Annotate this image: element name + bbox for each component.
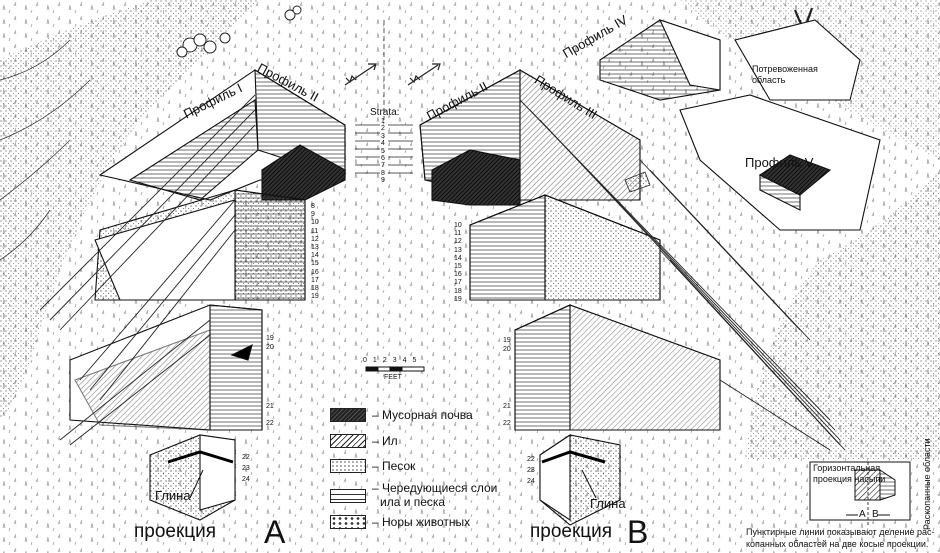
layer-number: 22 [527, 456, 535, 463]
profile-5-label: Профиль V [745, 155, 814, 170]
inset-letter-a: A [859, 509, 866, 520]
layer-number: 20 [266, 344, 274, 351]
layer-number: 24 [527, 478, 535, 485]
strata-number: 4 [381, 140, 385, 148]
disturbed-area-label: Потревоженная область [752, 64, 818, 85]
layer-number: 10 [454, 222, 462, 229]
layer-numbers-a-mid: 19 20 21 22 [266, 334, 274, 432]
legend-item-silt: – Ил [330, 434, 398, 448]
layer-number: 17 [454, 279, 462, 287]
layer-number: 17 [311, 276, 319, 284]
strata-number: 9 [381, 177, 385, 185]
burrow-swatch-icon [330, 515, 366, 529]
scale-ticks: 0 1 2 3 4 5 [363, 357, 416, 364]
strata-number: 1 [381, 118, 385, 125]
layer-number: 11 [454, 230, 462, 238]
layer-number: 20 [503, 346, 511, 353]
layer-number: 11 [311, 227, 319, 235]
layer-number: 22 [266, 420, 274, 427]
layer-number: 12 [454, 238, 462, 246]
scale-tick: 4 [402, 357, 407, 364]
layer-number: 14 [311, 252, 319, 260]
scale-tick: 1 [372, 357, 377, 364]
layer-number: 22 [503, 420, 511, 427]
alternating-swatch-icon [330, 489, 366, 503]
layer-number: 19 [311, 293, 319, 301]
strata-number: 8 [381, 169, 385, 177]
layer-number: 13 [454, 246, 462, 254]
inset-title-2: проекция насыпи [813, 474, 886, 484]
footnote-line-1: Пунктирные линии показывают деление рас- [746, 527, 935, 537]
layer-number: 12 [311, 235, 319, 243]
layer-number: 23 [527, 467, 535, 474]
projection-b-letter: B [627, 514, 649, 550]
scale-unit: FEET [384, 374, 402, 381]
layer-numbers-b-mid: 19 20 21 22 [503, 336, 511, 432]
projection-a-letter: A [264, 514, 286, 550]
layer-number: 22 [242, 454, 250, 461]
layer-number: 9 [311, 211, 315, 219]
layer-number: 15 [311, 260, 319, 268]
footnote-line-2: копанных областей на две косые проекции. [746, 539, 929, 549]
layer-number: 21 [266, 403, 274, 410]
layer-numbers-a-low: 22 23 24 [242, 452, 250, 485]
scale-tick: 3 [392, 357, 397, 364]
inset-title-1: Горизонтальная [813, 463, 881, 473]
legend-label: – Норы животных [372, 515, 471, 529]
projection-b-word: проекция [530, 521, 613, 542]
layer-number: 15 [454, 263, 462, 271]
silt-swatch-icon [330, 434, 366, 448]
legend-label: – Чередующиеся слои [372, 481, 498, 495]
layer-number: 16 [454, 271, 462, 279]
strata-number: 5 [381, 147, 385, 155]
layer-number: 19 [266, 335, 274, 342]
legend-label: – Мусорная почва [372, 408, 473, 422]
strata-number: 3 [381, 132, 385, 140]
legend-label: – Ил [372, 434, 398, 448]
projection-a-word: проекция [134, 521, 217, 542]
layer-number: 8 [311, 203, 315, 210]
legend-item-burrows: – Норы животных [330, 515, 470, 529]
soil-swatch-icon [330, 408, 366, 422]
scale-tick: 5 [412, 357, 417, 364]
strata-number: 2 [381, 125, 385, 133]
layer-number: 16 [311, 268, 319, 276]
layer-number: 23 [242, 465, 250, 472]
layer-number: 18 [454, 287, 462, 295]
legend-item-soil: – Мусорная почва [330, 408, 473, 422]
layer-numbers-b-upper: 10 11 12 13 14 15 16 17 18 19 [454, 222, 462, 304]
inset-letter-b: B [872, 509, 879, 520]
legend-label: ила и песка [380, 495, 446, 509]
scale-tick: 0 [363, 357, 367, 364]
sand-swatch-icon [330, 459, 366, 473]
legend-item-alternating: – Чередующиеся слои ила и песка [330, 481, 497, 509]
layer-number: 24 [242, 476, 250, 483]
strata-title: Strata: [370, 107, 400, 118]
legend-label-block: – Чередующиеся слои ила и песка [372, 481, 497, 509]
layer-numbers-a-upper: 8 9 10 11 12 13 14 15 16 17 18 19 [311, 203, 319, 301]
layer-number: 18 [311, 285, 319, 293]
layer-number: 10 [311, 219, 319, 227]
inset-side-label: Раскопанные области [922, 438, 932, 530]
strata-number: 6 [381, 155, 385, 163]
legend-item-sand: – Песок [330, 459, 415, 473]
clay-label-a: Глина [155, 488, 191, 503]
layer-number: 13 [311, 244, 319, 252]
layer-number: 19 [454, 295, 462, 303]
scale-tick: 2 [382, 357, 387, 364]
layer-number: 19 [503, 337, 511, 344]
layer-number: 14 [454, 254, 462, 262]
strata-number-list: 1 2 3 4 5 6 7 8 9 [381, 118, 385, 185]
strata-number: 7 [381, 162, 385, 170]
clay-label-b: Глина [590, 496, 626, 511]
legend-label: – Песок [372, 459, 416, 473]
layer-numbers-b-low: 22 23 24 [527, 454, 535, 487]
layer-number: 21 [503, 403, 511, 410]
